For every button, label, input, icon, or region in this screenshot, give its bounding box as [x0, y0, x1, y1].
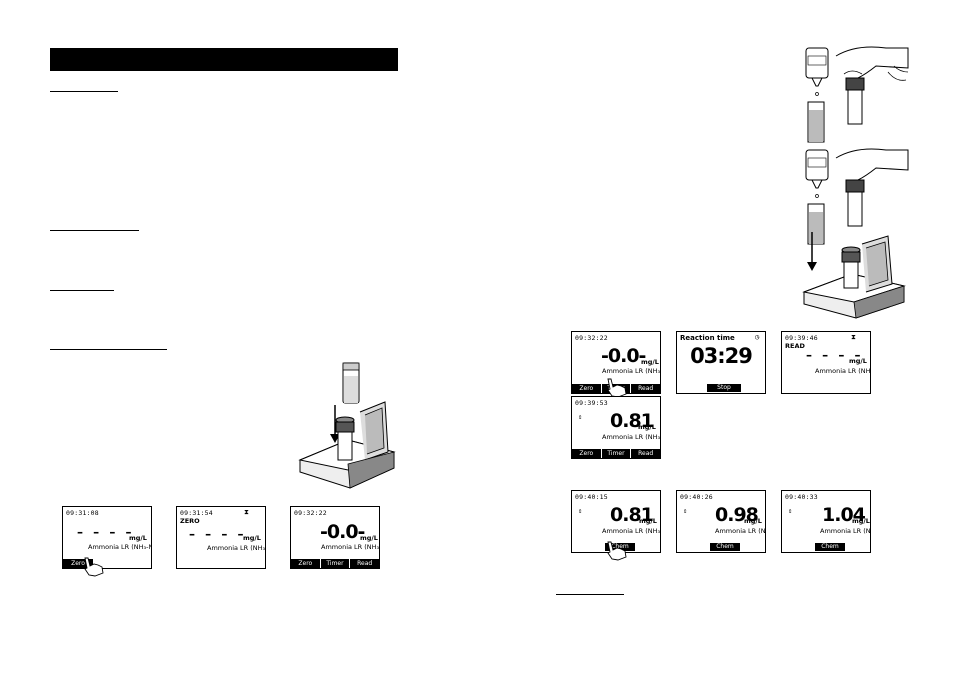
- clock-time: 09:40:33: [785, 493, 818, 501]
- lcd-screen-zero-prompt: 09:31:08 – – – – mg/L Ammonia LR (NH₃-N)…: [62, 506, 152, 569]
- softkey-bar: Zero Timer Read: [572, 449, 660, 458]
- timer-key[interactable]: Timer: [602, 449, 632, 458]
- read-key[interactable]: Read: [638, 450, 654, 457]
- meter-cuvette-illustration: [298, 362, 396, 489]
- unit-label: mg/L: [639, 517, 657, 525]
- clock-time: 09:40:15: [575, 493, 608, 501]
- reading-value: -0.0-: [601, 345, 646, 367]
- up-down-arrows-icon: ⇕: [578, 413, 583, 421]
- heading-underline-3: [50, 290, 114, 291]
- lcd-screen-zero-reading: 09:32:22 -0.0- mg/L Ammonia LR (NH₃-N) Z…: [290, 506, 380, 569]
- method-label: Ammonia LR (NH₃-N): [815, 367, 871, 375]
- zero-key[interactable]: Zero: [71, 560, 85, 567]
- lcd-screen-chem-form-nh3: 09:40:26 ⇕ 0.98 mg/L Ammonia LR (NH₃) Ch…: [676, 490, 766, 553]
- unit-label: mg/L: [852, 517, 870, 525]
- chem-form-key[interactable]: Chem Frm: [710, 543, 740, 552]
- status-read: READ: [785, 342, 805, 350]
- reading-value: 1.04: [822, 504, 866, 526]
- lcd-screen-zeroing: 09:31:54 ⧗ ZERO – – – – mg/L Ammonia LR …: [176, 506, 266, 569]
- countdown-timer: 03:29: [690, 344, 753, 368]
- softkey-bar: Zero: [63, 559, 93, 568]
- reading-value: 0.81: [610, 504, 654, 526]
- clock-time: 09:39:46: [785, 334, 818, 342]
- chem-form-key[interactable]: Chem Frm: [815, 543, 845, 552]
- method-label: Ammonia LR (NH₃-N): [207, 544, 266, 552]
- read-key[interactable]: Read: [638, 385, 654, 392]
- unit-label: mg/L: [243, 534, 261, 542]
- method-label: Ammonia LR (NH₃-N): [88, 543, 152, 551]
- method-label: Ammonia LR (NH₄⁺): [820, 527, 871, 535]
- clock-time: 09:32:22: [575, 334, 608, 342]
- reading-value: 0.98: [715, 504, 759, 526]
- clock-time: 09:31:54: [180, 509, 213, 517]
- method-label: Ammonia LR (NH₃-N): [602, 527, 661, 535]
- up-down-arrows-icon: ⇕: [683, 507, 688, 515]
- unit-label: mg/L: [638, 423, 656, 431]
- status-zero: ZERO: [180, 517, 200, 525]
- clock-time: 09:32:22: [294, 509, 327, 517]
- reading-value: -0.0-: [320, 521, 365, 543]
- zero-key[interactable]: Zero: [291, 559, 321, 568]
- dashes-reading: – – – –: [189, 527, 247, 541]
- hourglass-icon: ⧗: [851, 333, 856, 341]
- method-label: Ammonia LR (NH₃): [715, 527, 766, 535]
- dashes-reading: – – – –: [77, 525, 135, 539]
- section-header-bar: [50, 48, 398, 71]
- stopwatch-icon: ◷: [755, 333, 760, 341]
- clock-time: 09:31:08: [66, 509, 99, 517]
- lcd-screen-reaction-time: Reaction time ◷ 03:29 Stop: [676, 331, 766, 394]
- method-label: Ammonia LR (NH₃-N): [602, 367, 661, 375]
- clock-time: 09:39:53: [575, 399, 608, 407]
- zero-key[interactable]: Zero: [572, 449, 602, 458]
- up-down-arrows-icon: ⇕: [788, 507, 793, 515]
- heading-underline-2: [50, 230, 139, 231]
- timer-key[interactable]: Timer: [321, 559, 351, 568]
- softkey-bar: Zero Timer Read: [291, 559, 379, 568]
- unit-label: mg/L: [360, 534, 378, 542]
- method-label: Ammonia LR (NH₃-N): [321, 543, 380, 551]
- method-label: Ammonia LR (NH₃-N): [602, 433, 661, 441]
- lcd-screen-timer-prompt: 09:32:22 -0.0- mg/L Ammonia LR (NH₃-N) Z…: [571, 331, 661, 394]
- zero-key[interactable]: Zero: [572, 384, 602, 393]
- unit-label: mg/L: [641, 358, 659, 366]
- clock-time: 09:40:26: [680, 493, 713, 501]
- unit-label: mg/L: [744, 517, 762, 525]
- pointing-hand-icon: [607, 541, 627, 561]
- meter-insert-illustration: [802, 232, 906, 319]
- heading-underline-5: [556, 594, 624, 595]
- pointing-hand-icon: [84, 557, 104, 577]
- lcd-screen-result: 09:39:53 ⇕ 0.81 mg/L Ammonia LR (NH₃-N) …: [571, 396, 661, 459]
- lcd-screen-reading: 09:39:46 ⧗ READ – – – – mg/L Ammonia LR …: [781, 331, 871, 394]
- unit-label: mg/L: [129, 534, 147, 542]
- up-down-arrows-icon: ⇕: [578, 507, 583, 515]
- reaction-time-title: Reaction time: [680, 334, 735, 342]
- read-key[interactable]: Read: [357, 560, 373, 567]
- stop-key[interactable]: Stop: [707, 384, 741, 392]
- dashes-reading: – – – –: [806, 348, 864, 362]
- lcd-screen-chem-form-nh4: 09:40:33 ⇕ 1.04 mg/L Ammonia LR (NH₄⁺) C…: [781, 490, 871, 553]
- hourglass-icon: ⧗: [244, 508, 249, 516]
- reagent-bottle-illustration-2: [805, 148, 909, 245]
- heading-underline-4: [50, 349, 167, 350]
- reading-value: 0.81: [610, 410, 654, 432]
- heading-underline-1: [50, 91, 118, 92]
- reagent-bottle-illustration-1: [805, 46, 909, 143]
- pointing-hand-icon: [607, 378, 627, 398]
- unit-label: mg/L: [849, 357, 867, 365]
